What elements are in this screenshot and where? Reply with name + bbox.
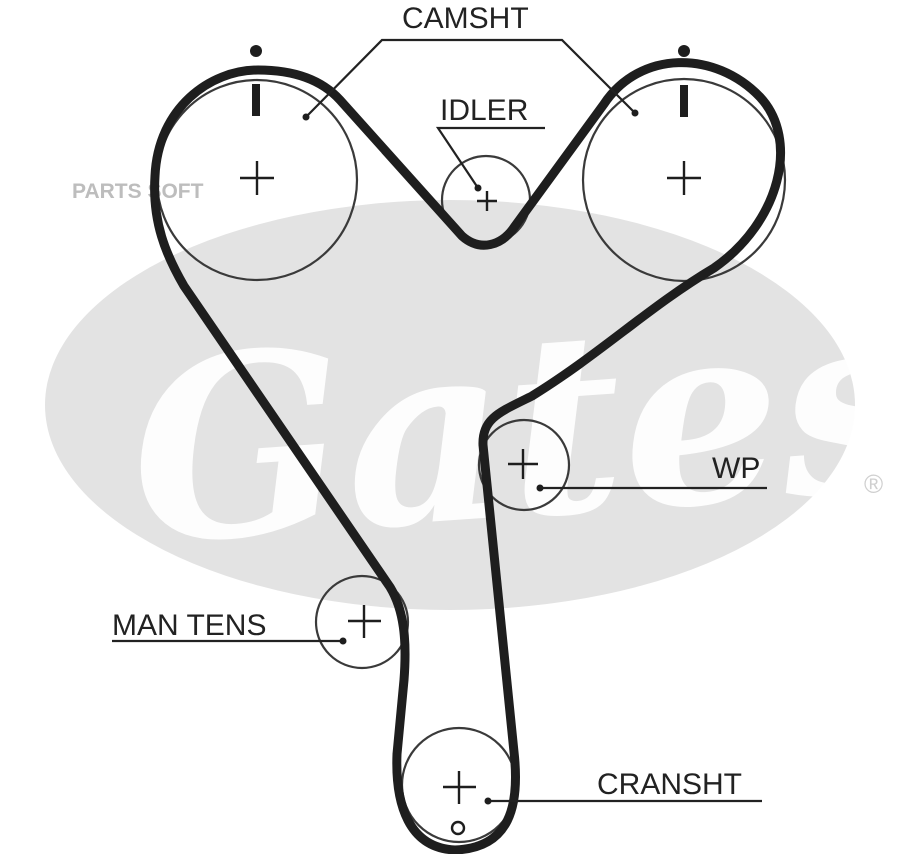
camshaft-leader-left-dot [302, 113, 310, 121]
idler-label: IDLER [440, 94, 528, 127]
logo-wordmark: Gates [121, 252, 900, 600]
manual-tensioner-label: MAN TENS [112, 609, 266, 642]
left-camshaft-timing-mark [250, 45, 262, 116]
crankshaft-label: CRANSHT [597, 768, 742, 801]
logo-ellipse [45, 200, 855, 610]
idler-leader [435, 126, 545, 189]
left-camshaft-center-mark [240, 161, 274, 195]
camshaft-leader-right-dot [631, 109, 639, 117]
idler-leader-dot [474, 184, 482, 192]
crankshaft-center-mark [443, 771, 476, 804]
camshaft-label: CAMSHT [402, 2, 529, 35]
registered-mark: ® [864, 469, 883, 499]
watermark-text: PARTS SOFT [72, 180, 204, 203]
right-camshaft-timing-mark [678, 45, 690, 117]
right-camshaft-center-mark [667, 161, 701, 195]
water-pump-pulley [477, 418, 571, 512]
crankshaft-leader-dot [484, 797, 492, 805]
manual-tensioner-leader-dot [339, 637, 347, 645]
manual-tensioner-center-mark [348, 605, 381, 638]
manual-tensioner-pulley [314, 574, 410, 670]
camshaft-leader-left [305, 38, 548, 118]
brand-logo: Gates ® [45, 200, 900, 610]
right-camshaft-pulley [581, 77, 787, 283]
camshaft-leader-right [548, 38, 636, 114]
water-pump-center-mark [508, 449, 538, 479]
crankshaft-timing-mark [450, 820, 466, 836]
water-pump-label: WP [712, 452, 760, 485]
timing-belt [150, 58, 786, 854]
idler-center-mark [477, 191, 497, 211]
water-pump-leader-dot [536, 484, 544, 492]
